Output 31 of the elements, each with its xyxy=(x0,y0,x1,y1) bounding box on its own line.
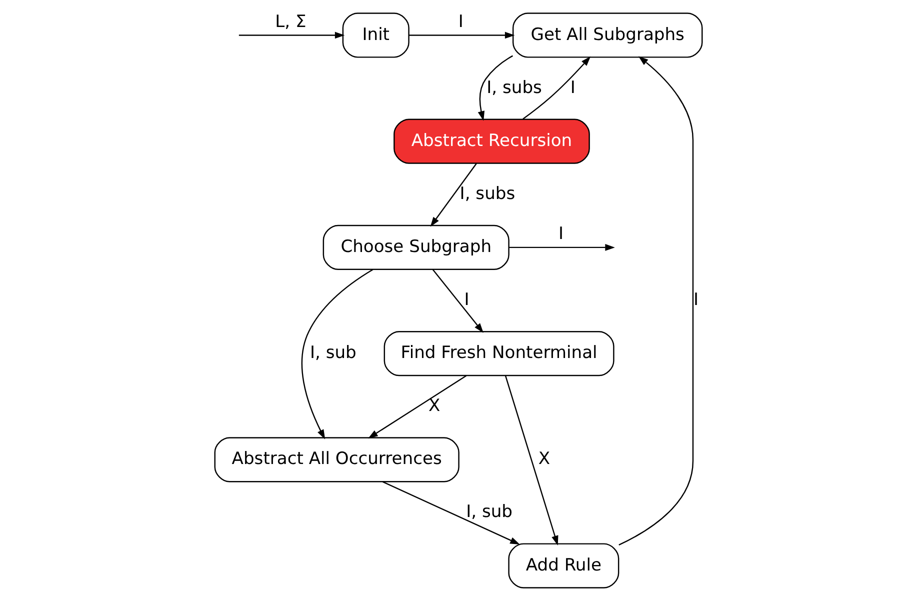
node-box: Choose Subgraph xyxy=(322,224,509,270)
edge-label: I xyxy=(570,78,575,98)
arrow xyxy=(504,375,558,546)
node-box: Get All Subgraphs xyxy=(512,12,702,58)
node-box: Init xyxy=(342,12,409,58)
arrow xyxy=(368,375,466,438)
arrow xyxy=(238,32,344,39)
edge-label: I, sub xyxy=(466,502,512,522)
edge-label: I xyxy=(464,290,469,310)
edge-label: I xyxy=(558,224,564,244)
node-box: Find Fresh Nonterminal xyxy=(383,331,614,376)
edge-label: I xyxy=(693,290,698,310)
edge-label: I, subs xyxy=(459,184,515,204)
arrow xyxy=(618,56,694,546)
arrow xyxy=(432,269,483,333)
arrow xyxy=(382,481,520,545)
edge-label: I, sub xyxy=(309,343,356,364)
arrow xyxy=(430,163,476,227)
edge-label: I, subs xyxy=(486,78,542,98)
edge-label: X xyxy=(538,449,550,470)
arrow xyxy=(508,244,614,251)
edge-label: I xyxy=(458,12,463,32)
arrow xyxy=(477,55,513,121)
edge-label: L, Σ xyxy=(274,12,306,32)
arrow xyxy=(408,32,514,39)
arrow xyxy=(300,268,373,440)
edge-label: X xyxy=(428,396,440,416)
node-box: Add Rule xyxy=(508,543,619,588)
node-box: Abstract All Occurrences xyxy=(214,437,459,482)
arrow xyxy=(522,56,590,120)
node-box: Abstract Recursion xyxy=(393,118,590,164)
